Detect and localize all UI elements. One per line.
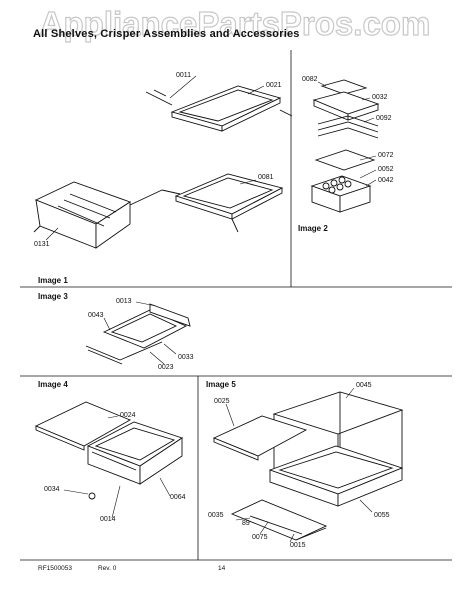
part-label: 0092 (376, 115, 392, 122)
image2-title: Image 2 (298, 224, 328, 233)
image1-lower-shelf (174, 173, 284, 233)
image1-crisper-drawer (33, 181, 181, 249)
part-label: 0014 (100, 516, 116, 523)
part-label: 0052 (378, 166, 394, 173)
part-label: 0131 (34, 241, 50, 248)
part-label: 0055 (374, 512, 390, 519)
image5-title: Image 5 (206, 380, 236, 389)
part-label: 0024 (120, 412, 136, 419)
part-label: 0082 (302, 76, 318, 83)
part-label: 0035 (208, 512, 224, 519)
part-label: 0021 (266, 82, 282, 89)
part-label: 0011 (176, 72, 192, 79)
watermark-logo: AppliancePartsPros.com (39, 4, 431, 42)
part-label: 0042 (378, 177, 394, 184)
image5-crisper-assembly (212, 391, 404, 541)
image1-title: Image 1 (38, 276, 68, 285)
page-title: All Shelves, Crisper Assemblies and Acce… (33, 28, 300, 40)
part-label: 0033 (178, 354, 194, 361)
image3-shelf-assembly (85, 303, 191, 365)
part-label: 0015 (290, 542, 306, 549)
image4-title: Image 4 (38, 380, 68, 389)
part-label: 0013 (116, 298, 132, 305)
image1-upper-shelf (145, 85, 293, 132)
part-label: 0075 (252, 534, 268, 541)
part-label: 0081 (258, 174, 274, 181)
part-label: 0043 (88, 312, 104, 319)
image3-title: Image 3 (38, 292, 68, 301)
callout-number: 89 (242, 520, 250, 527)
part-label: 0064 (170, 494, 186, 501)
image4-shelf-assembly (34, 401, 184, 500)
footer-revision: Rev. 0 (98, 565, 117, 572)
part-label: 0032 (372, 94, 388, 101)
part-label: 0072 (378, 152, 394, 159)
watermark-text: AppliancePartsPros.com (40, 5, 431, 42)
part-label: 0025 (214, 398, 230, 405)
part-label: 0023 (158, 364, 174, 371)
footer-doc-id: RF1500053 (38, 565, 72, 572)
footer-page-number: 14 (218, 565, 226, 572)
part-label: 0045 (356, 382, 372, 389)
part-label: 0034 (44, 486, 60, 493)
image2-door-bins (310, 79, 380, 213)
